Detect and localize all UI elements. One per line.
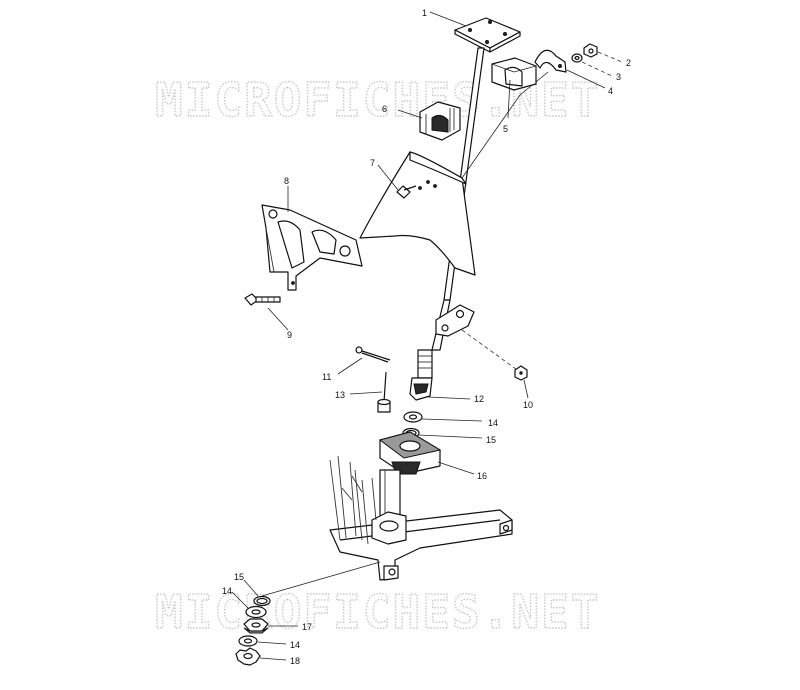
- bearing-block: [378, 431, 442, 475]
- console-bracket: [359, 151, 476, 276]
- callout-1: 1: [422, 8, 427, 18]
- callouts: 1 2 3 4 5 6 7 8 9 10 11 12 13 14 15 16 1…: [222, 8, 631, 666]
- lower-plate: [435, 304, 521, 373]
- callout-13: 13: [335, 390, 345, 400]
- callout-14-lower-a: 14: [222, 586, 232, 596]
- callout-7: 7: [370, 158, 375, 168]
- callout-3: 3: [616, 72, 621, 82]
- frame: [329, 455, 513, 581]
- callout-4: 4: [608, 86, 613, 96]
- upper-bushing: [419, 101, 461, 141]
- callout-10: 10: [523, 400, 533, 410]
- callout-2: 2: [626, 58, 631, 68]
- callout-6: 6: [382, 104, 387, 114]
- mounting-bracket: [261, 204, 363, 291]
- bushing-block: [491, 57, 537, 91]
- lower-hardware: [235, 561, 381, 666]
- callout-14-upper: 14: [488, 418, 498, 428]
- callout-11: 11: [322, 372, 331, 382]
- callout-5: 5: [503, 124, 508, 134]
- callout-15-upper: 15: [486, 435, 496, 445]
- callout-17: 17: [302, 622, 312, 632]
- bolt-9: [244, 293, 281, 306]
- callout-14-lower-b: 14: [290, 640, 300, 650]
- cotter-pin: [355, 346, 391, 363]
- shaft-joint: [409, 349, 433, 401]
- callout-12: 12: [474, 394, 484, 404]
- callout-16: 16: [477, 471, 487, 481]
- nut-10: [514, 365, 528, 381]
- callout-18: 18: [290, 656, 300, 666]
- callout-15-lower: 15: [234, 572, 244, 582]
- callout-8: 8: [284, 176, 289, 186]
- callout-9: 9: [287, 330, 292, 340]
- leader-lines: [231, 11, 623, 661]
- pin-13: [377, 371, 391, 413]
- watermark-bottom: MICROFICHES.NET: [155, 585, 600, 639]
- clamp-hardware: [534, 43, 598, 73]
- bolt-7: [396, 185, 417, 199]
